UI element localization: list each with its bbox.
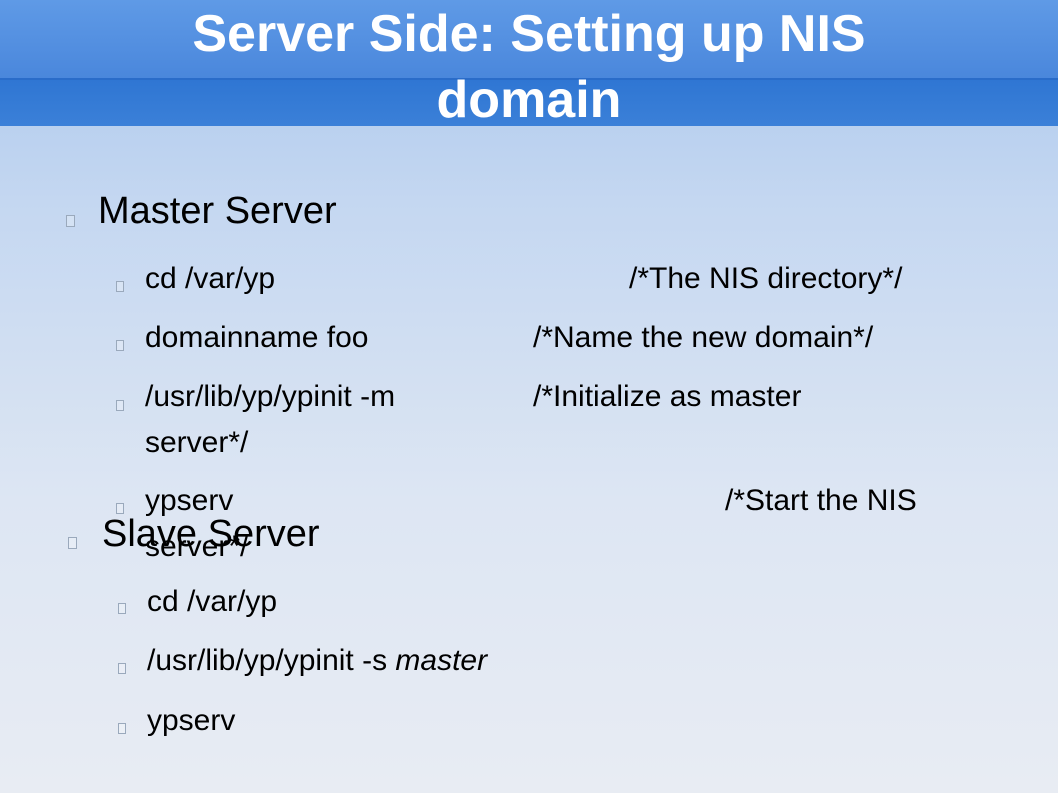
master-comment-4: /*Start the NIS [725, 484, 917, 517]
master-comment-3: /*Initialize as master [533, 380, 802, 413]
slave-cmd-2-arg: master [395, 644, 488, 677]
slave-cmd-2-text: /usr/lib/yp/ypinit -s [147, 644, 396, 677]
slave-cmd-3: ypserv [147, 704, 236, 737]
slave-cmd-2: /usr/lib/yp/ypinit -s master [147, 644, 487, 678]
master-cmd-4: ypserv [145, 484, 234, 517]
slide-title-line-1: Server Side: Setting up NIS [192, 5, 866, 63]
bullet-master-cmd-4 [116, 503, 124, 514]
bullet-master-cmd-3 [116, 400, 124, 411]
bullet-master-cmd-2 [116, 340, 124, 351]
slave-server-heading: Slave Server [102, 513, 320, 555]
slide-title: Server Side: Setting up NIS domain [0, 1, 1058, 133]
title-band [0, 0, 1058, 126]
master-server-heading: Master Server [98, 190, 337, 232]
master-comment-1: /*The NIS directory*/ [629, 262, 903, 295]
master-cmd-3: /usr/lib/yp/ypinit -m [145, 380, 396, 413]
slide-title-line-2: domain [436, 71, 622, 129]
bullet-master [66, 215, 75, 227]
bullet-slave-cmd-1 [118, 603, 126, 614]
master-cmd-2: domainname foo [145, 321, 369, 354]
bullet-master-cmd-1 [116, 281, 124, 292]
master-comment-3-cont: server*/ [145, 426, 249, 459]
bullet-slave-cmd-2 [118, 663, 126, 674]
master-comment-4-cont: server*/ [145, 530, 249, 563]
bullet-slave-cmd-3 [118, 723, 126, 734]
slave-cmd-1: cd /var/yp [147, 585, 278, 618]
master-comment-2: /*Name the new domain*/ [533, 321, 874, 354]
master-cmd-1: cd /var/yp [145, 262, 276, 295]
title-divider [0, 78, 1058, 80]
bullet-slave [68, 537, 77, 549]
